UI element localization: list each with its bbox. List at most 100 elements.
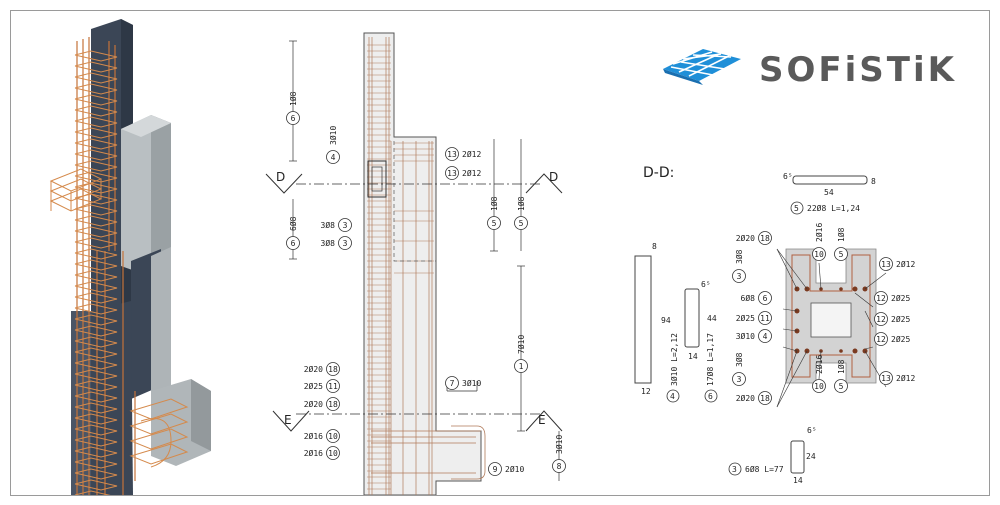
sec-label-11-text: 2Ø25 [736, 313, 755, 323]
elev-label-11-num: 11 [328, 382, 338, 391]
sec-label-12b-text: 2Ø25 [891, 314, 910, 324]
sec-label-18b: 18 2Ø20 [736, 391, 772, 405]
sec-label-5b-text: 1Ø8 [836, 359, 846, 374]
sec-label-6-num: 6 [763, 294, 768, 303]
sec-label-18a-text: 2Ø20 [736, 233, 755, 243]
elev-label-13a: 13 2Ø12 [445, 147, 481, 161]
bar3-caption-num: 3 [732, 465, 737, 474]
elev-label-10b-num: 10 [328, 449, 338, 458]
elev-label-10a-num: 10 [328, 432, 338, 441]
sec-label-12a-num: 12 [876, 294, 886, 303]
sec-label-12a: 12 2Ø25 [874, 291, 910, 305]
sec-label-12c-text: 2Ø25 [891, 334, 910, 344]
bar4-caption-num: 4 [670, 392, 675, 401]
section-d-marker-right: D [549, 170, 558, 184]
section-d-marker-left: D [276, 170, 285, 184]
sec-label-3b-text: 3Ø8 [734, 352, 744, 367]
section-dd-title: D-D: [643, 165, 674, 181]
sec-label-12a-text: 2Ø25 [891, 293, 910, 303]
bar5-dim-length: 54 [824, 188, 834, 197]
bar4-dim-2: 12 [641, 387, 651, 396]
section-labels: 182Ø2066Ø8112Ø2543Ø10182Ø2033Ø833Ø8102Ø1… [732, 223, 915, 405]
bar5-dim-top: 6⁵ [783, 172, 793, 181]
elev-label-3a-num: 3 [343, 221, 348, 230]
rebar-stirrups [74, 50, 118, 495]
sec-label-10b-text: 2Ø16 [814, 355, 824, 374]
section-dd-view: D-D: 6⁵ 54 8 5 22Ø8 L=1,24 8 94 12 4 3Ø1… [634, 165, 915, 485]
elevation-stirrups [367, 44, 434, 490]
sec-label-3a-text: 3Ø8 [734, 249, 744, 264]
elev-label-13b-num: 13 [447, 169, 457, 178]
sec-label-18b-text: 2Ø20 [736, 393, 755, 403]
sec-label-10b-num: 10 [814, 382, 824, 391]
sec-label-10b: 10 2Ø16 [812, 355, 826, 393]
sec-label-13b-text: 2Ø12 [896, 373, 915, 383]
elev-label-6-bottom-num: 6 [291, 239, 296, 248]
elev-label-13a-num: 13 [447, 150, 457, 159]
rebar-3d-view [49, 19, 211, 495]
sec-label-6-text: 6Ø8 [741, 293, 756, 303]
sec-label-6: 6 6Ø8 [741, 291, 772, 305]
bar-shape-5: 6⁵ 54 8 5 22Ø8 L=1,24 [783, 172, 876, 215]
bar5-caption-num: 5 [794, 204, 799, 213]
sec-label-18a-num: 18 [760, 234, 770, 243]
sec-label-10a-text: 2Ø16 [814, 223, 824, 242]
elev-label-3b-num: 3 [343, 239, 348, 248]
sec-label-5a-text: 1Ø8 [836, 227, 846, 242]
logo-wordmark: SOFiSTiK [759, 50, 957, 90]
bar-shape-4: 8 94 12 4 3Ø10 L=2,12 [634, 242, 680, 403]
sec-label-5a-num: 5 [839, 250, 844, 259]
sec-label-5a: 5 1Ø8 [834, 227, 848, 261]
elev-label-18a-text: 2Ø20 [304, 364, 323, 374]
elev-label-6-bottom-text: 6Ø8 [288, 216, 298, 231]
bar-shape-6: 6⁵ 44 14 6 17Ø8 L=1,17 [684, 280, 718, 403]
logo-mark-icon [663, 49, 741, 85]
bar6-dim-1: 44 [707, 314, 717, 323]
sec-label-18b-num: 18 [760, 394, 770, 403]
elev-label-10b-text: 2Ø16 [304, 448, 323, 458]
sec-label-11-num: 11 [760, 314, 770, 323]
elev-label-18b-num: 18 [328, 400, 338, 409]
sec-label-13a-num: 13 [881, 260, 891, 269]
elev-label-13a-text: 2Ø12 [462, 149, 481, 159]
elev-label-11: 11 2Ø25 [304, 379, 340, 393]
bar4-dim-0: 8 [652, 242, 657, 251]
bar4-dim-1: 94 [661, 316, 671, 325]
elev-label-11-text: 2Ø25 [304, 381, 323, 391]
elev-label-5b-text: 1Ø8 [516, 196, 526, 211]
bar3-dim-1: 24 [806, 452, 816, 461]
bar4-caption: 3Ø10 L=2,12 [669, 333, 679, 386]
sec-label-3b-num: 3 [737, 375, 742, 384]
section-e-marker-left: E [284, 413, 292, 427]
elev-label-18a-num: 18 [328, 365, 338, 374]
sec-label-18a: 18 2Ø20 [736, 231, 772, 245]
bar6-dim-2: 14 [688, 352, 698, 361]
bar6-dim-0: 6⁵ [701, 280, 711, 289]
sec-label-3a-num: 3 [737, 272, 742, 281]
bar6-caption: 17Ø8 L=1,17 [705, 333, 715, 386]
elev-label-6-bottom: 6 6Ø8 [286, 216, 300, 250]
sec-label-5b-num: 5 [839, 382, 844, 391]
sec-label-3a: 3 3Ø8 [732, 249, 746, 283]
sec-label-11: 11 2Ø25 [736, 311, 772, 325]
bar5-caption: 22Ø8 L=1,24 [807, 203, 860, 213]
elev-label-7-num: 7 [450, 379, 455, 388]
elev-label-4-num: 4 [331, 153, 336, 162]
section-e-marker-right: E [538, 413, 546, 427]
